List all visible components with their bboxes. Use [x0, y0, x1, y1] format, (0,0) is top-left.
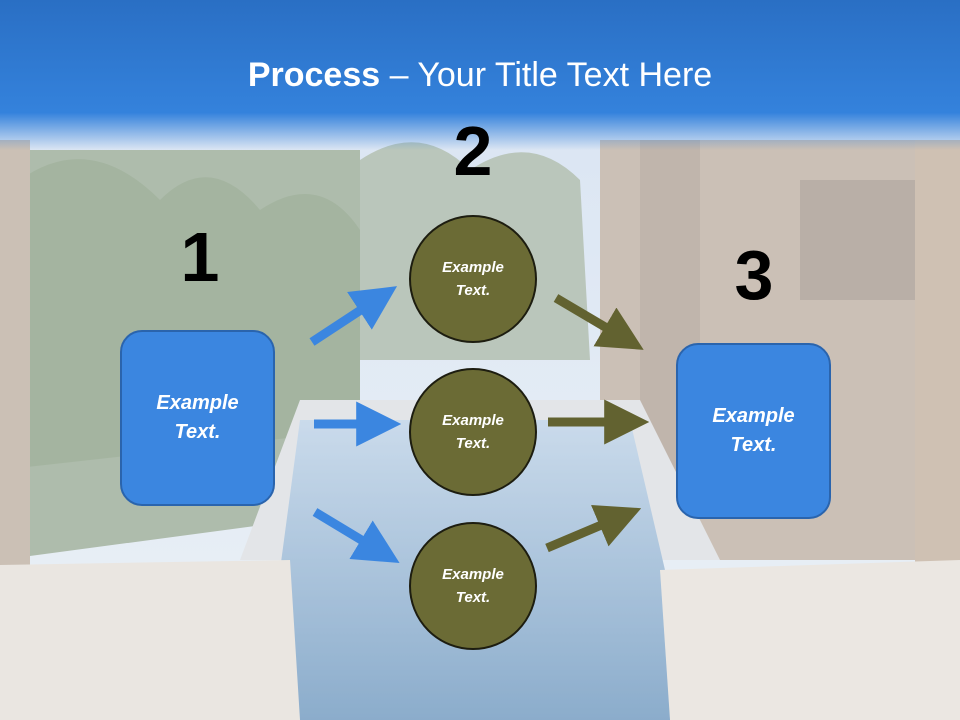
right-box-line-1: Example	[712, 405, 795, 427]
circle-middle-line-1: Example	[442, 412, 504, 429]
circle-bottom-line-2: Text.	[455, 589, 491, 606]
arrow-to-bottom-circle	[312, 508, 400, 564]
title-rest: – Your Title Text Here	[380, 56, 713, 94]
circle-middle-line-2: Text.	[455, 435, 491, 452]
left-box-line-2: Text.	[174, 421, 221, 443]
circle-top-line-1: Example	[442, 259, 504, 276]
circle-top-line-2: Text.	[455, 282, 491, 299]
title-bold: Process	[247, 56, 381, 94]
circle-bottom-line-1: Example	[442, 566, 504, 583]
right-box-line-2: Text.	[730, 434, 777, 456]
left-box-line-1: Example	[156, 392, 239, 414]
arrow-to-top-circle	[309, 286, 398, 346]
step-number-1: 1	[180, 218, 220, 296]
slide-title: Process – Your Title Text Here	[0, 52, 960, 98]
step-number-2: 2	[453, 112, 493, 190]
arrow-from-bottom-circle	[545, 504, 642, 553]
arrow-from-top-circle	[553, 294, 644, 350]
step-number-3: 3	[734, 236, 774, 314]
